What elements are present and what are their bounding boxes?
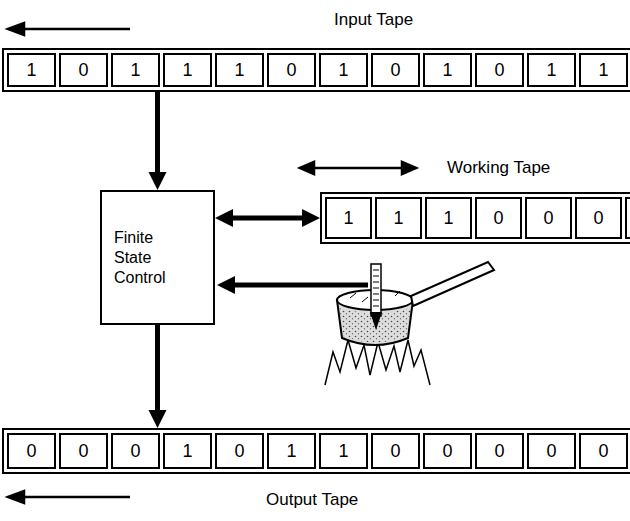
tape-cell: 1: [425, 197, 472, 239]
tape-cell: 0: [267, 53, 316, 87]
sensor-arrow: [217, 276, 368, 294]
tape-cell: 1: [325, 197, 372, 239]
tape-cell: 0: [423, 433, 472, 469]
tape-cell: 1: [215, 53, 264, 87]
tape-cell: 0: [215, 433, 264, 469]
tape-cell: 0: [525, 197, 572, 239]
tape: Working Tape111000: [320, 192, 630, 244]
tape-cell: 1: [267, 433, 316, 469]
box-label: Finite State Control: [114, 228, 192, 288]
tape-cell: 1: [7, 53, 56, 87]
tape-cell: 1: [319, 433, 368, 469]
tape-cell: 0: [59, 433, 108, 469]
connector-arrow: [215, 209, 320, 227]
tape-cell: 1: [163, 433, 212, 469]
tape: Input Tape101110101011: [2, 48, 630, 92]
tape-cell: 0: [59, 53, 108, 87]
tape-cell: 1: [579, 53, 628, 87]
connector-arrow: [149, 92, 167, 190]
tape-cell: 1: [163, 53, 212, 87]
tape-cell: 0: [475, 53, 524, 87]
empty-cell: [625, 197, 630, 239]
tape-cell: 1: [423, 53, 472, 87]
heated-pot: [325, 262, 494, 385]
tape-cell: 1: [375, 197, 422, 239]
tape-cell: 0: [111, 433, 160, 469]
tape-cell: 0: [7, 433, 56, 469]
tape-label: Output Tape: [266, 490, 358, 510]
tape: Output Tape000101100000: [2, 428, 630, 474]
tape-cell: 1: [319, 53, 368, 87]
control-box: Finite State Control: [100, 190, 215, 325]
tape-cell: 0: [475, 433, 524, 469]
tape-label: Working Tape: [447, 158, 550, 178]
tape-cell: 1: [527, 53, 576, 87]
connector-arrow: [149, 325, 167, 428]
tape-cell: 0: [579, 433, 628, 469]
tape-cell: 0: [371, 433, 420, 469]
tape-cell: 0: [371, 53, 420, 87]
tape-cell: 1: [111, 53, 160, 87]
tape-cell: 0: [527, 433, 576, 469]
tape-cell: 0: [575, 197, 622, 239]
tape-label: Input Tape: [334, 10, 413, 30]
tape-cell: 0: [475, 197, 522, 239]
